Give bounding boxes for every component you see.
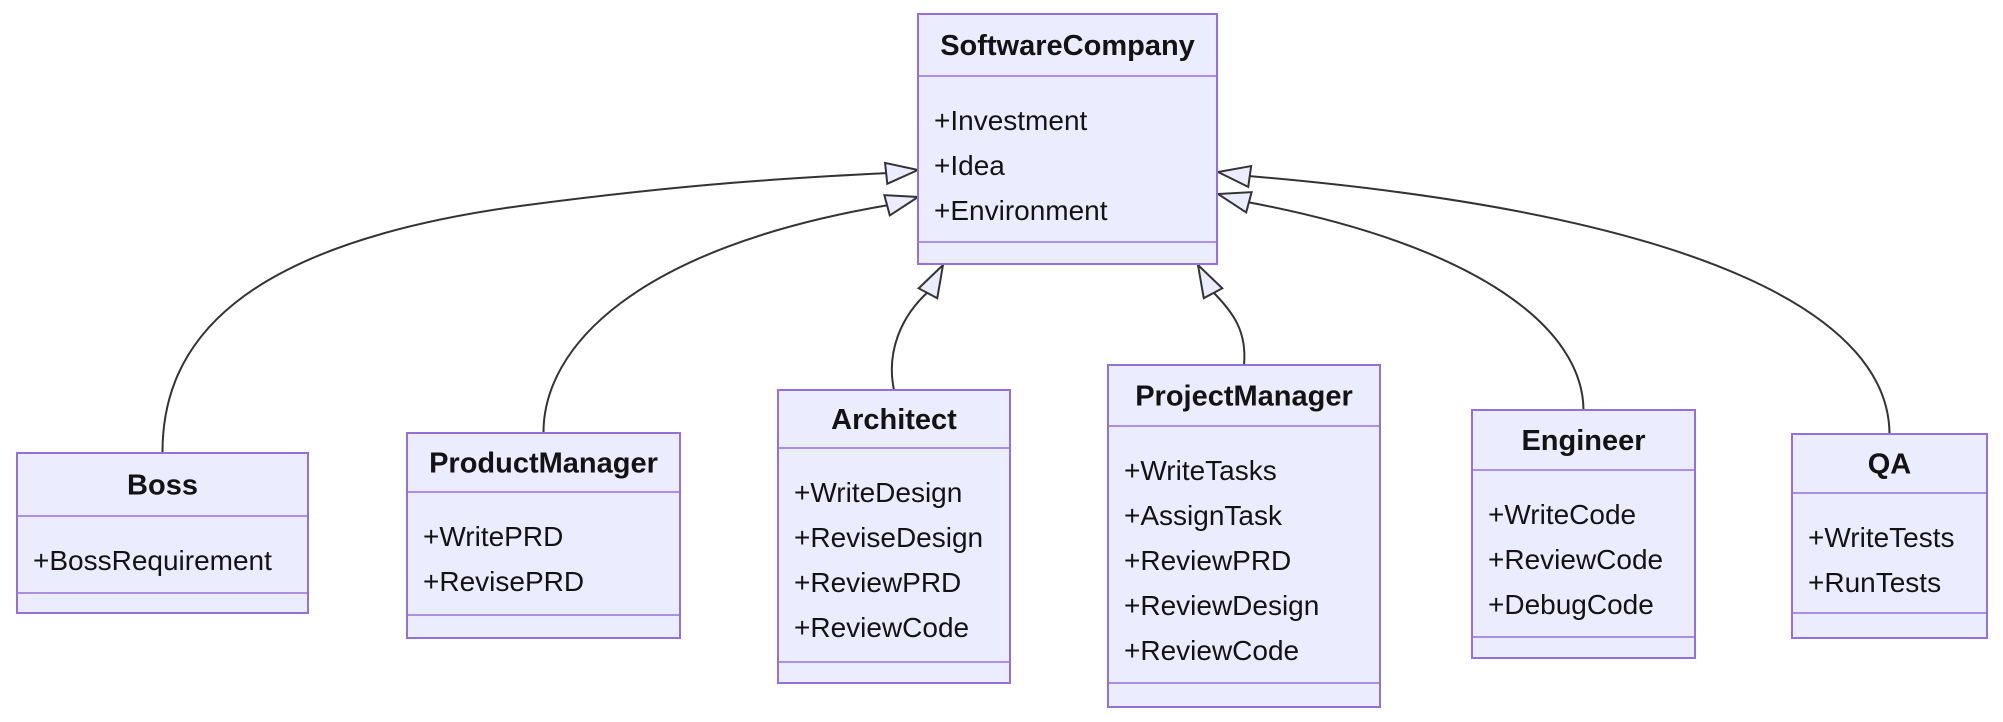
class-Engineer-box xyxy=(1471,409,1696,659)
edge-Engineer-to-SoftwareCompany xyxy=(1214,191,1585,411)
class-SoftwareCompany-attribute: +Investment xyxy=(934,105,1088,136)
class-QA: QA +WriteTests +RunTests xyxy=(1791,433,1988,639)
class-Boss-attribute: +BossRequirement xyxy=(33,545,272,576)
class-ProjectManager-attribute: +WriteTasks xyxy=(1124,455,1277,486)
inheritance-arrowhead xyxy=(917,262,945,300)
class-SoftwareCompany-box xyxy=(917,13,1218,265)
class-ProjectManager-attribute: +ReviewPRD xyxy=(1124,545,1291,576)
class-ProjectManager-attribute: +ReviewDesign xyxy=(1124,590,1319,621)
inheritance-arrowhead xyxy=(1214,164,1253,189)
class-ProductManager-box xyxy=(406,432,681,639)
class-ProductManager-attribute: +RevisePRD xyxy=(423,566,584,597)
class-ProjectManager-title: ProjectManager xyxy=(1135,381,1353,413)
class-Architect-title: Architect xyxy=(831,404,957,436)
class-SoftwareCompany-attribute: +Idea xyxy=(934,150,1005,181)
class-Engineer-attribute: +DebugCode xyxy=(1488,589,1654,620)
class-Boss: Boss +BossRequirement xyxy=(16,452,309,614)
class-ProjectManager-box xyxy=(1107,364,1381,708)
class-ProductManager: ProductManager +WritePRD +RevisePRD xyxy=(406,432,681,639)
class-Architect-attribute: +WriteDesign xyxy=(794,477,962,508)
edge-Architect-to-SoftwareCompany xyxy=(890,262,945,391)
class-Architect-attribute: +ReviewCode xyxy=(794,612,969,643)
inheritance-arrowhead xyxy=(1196,262,1224,300)
inheritance-edge-line xyxy=(890,290,930,391)
class-ProductManager-attribute: +WritePRD xyxy=(423,521,563,552)
class-Boss-title: Boss xyxy=(127,470,198,502)
class-Engineer-attribute: +WriteCode xyxy=(1488,499,1636,530)
inheritance-edge-line xyxy=(1211,290,1246,366)
class-Architect: Architect +WriteDesign +ReviseDesign +Revie… xyxy=(777,389,1011,684)
inheritance-arrowhead xyxy=(883,194,922,218)
class-SoftwareCompany: SoftwareCompany +Investment +Idea +Environm… xyxy=(917,13,1218,265)
class-Architect-box xyxy=(777,389,1011,684)
class-QA-attribute: +WriteTests xyxy=(1808,522,1955,553)
class-Architect-attribute: +ReviseDesign xyxy=(794,522,983,553)
inheritance-edge-line xyxy=(161,172,889,454)
class-Architect-attribute: +ReviewPRD xyxy=(794,567,961,598)
edge-QA-to-SoftwareCompany xyxy=(1214,164,1891,435)
class-QA-title: QA xyxy=(1868,449,1912,481)
inheritance-arrowhead xyxy=(1214,191,1253,215)
class-ProjectManager-attribute: +ReviewCode xyxy=(1124,635,1299,666)
edge-ProjectManager-to-SoftwareCompany xyxy=(1196,262,1246,366)
edge-ProductManager-to-SoftwareCompany xyxy=(542,194,922,434)
inheritance-edge-line xyxy=(542,204,890,434)
class-SoftwareCompany-attribute: +Environment xyxy=(934,195,1108,226)
class-ProjectManager: ProjectManager +WriteTasks +AssignTask +Rev… xyxy=(1107,364,1381,708)
inheritance-edge-line xyxy=(1247,175,1891,435)
class-Boss-box xyxy=(16,452,309,614)
class-SoftwareCompany-title: SoftwareCompany xyxy=(940,30,1195,62)
class-Engineer: Engineer +WriteCode +ReviewCode +DebugCode xyxy=(1471,409,1696,659)
inheritance-arrowhead xyxy=(883,161,922,186)
inheritance-edge-line xyxy=(1246,201,1585,411)
class-Engineer-title: Engineer xyxy=(1521,425,1645,457)
class-QA-box xyxy=(1791,433,1988,639)
class-Engineer-attribute: +ReviewCode xyxy=(1488,544,1663,575)
class-ProductManager-title: ProductManager xyxy=(429,448,658,480)
class-QA-attribute: +RunTests xyxy=(1808,567,1941,598)
edge-Boss-to-SoftwareCompany xyxy=(161,161,922,454)
class-ProjectManager-attribute: +AssignTask xyxy=(1124,500,1283,531)
